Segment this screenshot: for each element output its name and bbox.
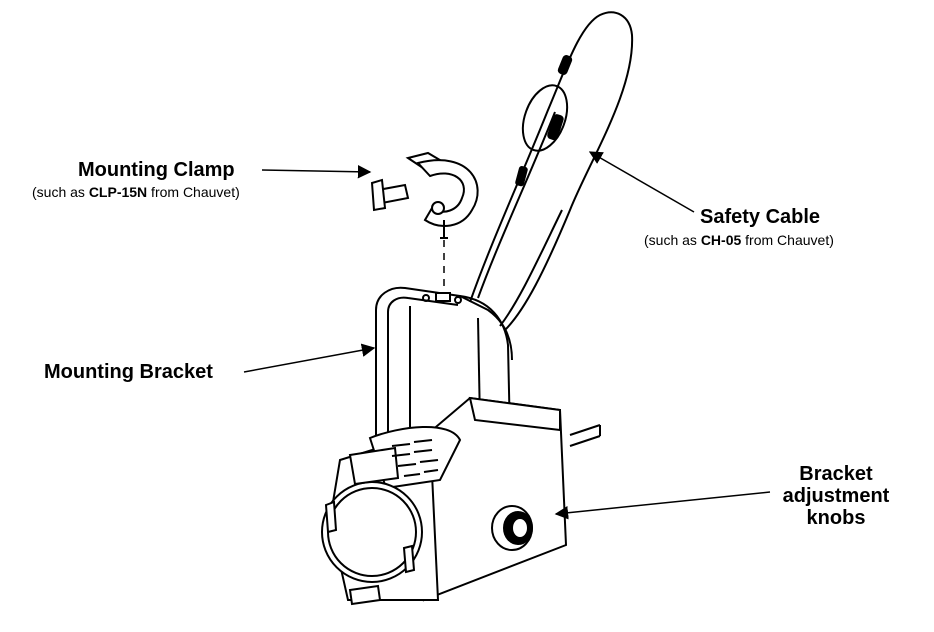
bracket-knobs-line3: knobs	[806, 507, 866, 529]
safety-cable-sub-prefix: (such as	[644, 232, 701, 248]
mounting-clamp-drawing	[370, 151, 479, 239]
mounting-clamp-subtitle: (such as CLP-15N from Chauvet)	[32, 184, 240, 200]
knob-arrow	[554, 491, 771, 520]
safety-cable-title: Safety Cable	[700, 206, 821, 228]
mounting-clamp-sub-prefix: (such as	[32, 184, 89, 200]
mounting-bracket-title: Mounting Bracket	[44, 361, 213, 383]
safety-cable-drawing	[469, 11, 634, 331]
safety-cable-arrow	[588, 151, 695, 213]
adjustment-knob-drawing	[491, 505, 533, 551]
mounting-clamp-title: Mounting Clamp	[78, 159, 235, 181]
fixture-body-drawing	[321, 396, 601, 606]
safety-cable-subtitle: (such as CH-05 from Chauvet)	[644, 232, 834, 248]
safety-cable-model: CH-05	[700, 232, 742, 248]
mounting-clamp-sub-suffix: from Chauvet)	[147, 184, 240, 200]
bracket-arrow	[243, 343, 376, 373]
cable-ferrules	[515, 55, 573, 187]
bracket-knobs-line2: adjustment	[782, 485, 890, 507]
safety-cable-sub-suffix: from Chauvet)	[741, 232, 834, 248]
clamp-arrow	[261, 165, 372, 179]
bracket-knobs-line1: Bracket	[799, 463, 873, 485]
mounting-clamp-model: CLP-15N	[88, 184, 148, 200]
bracket-knobs-label: Bracket adjustment knobs	[772, 463, 900, 529]
leader-arrows	[243, 151, 771, 520]
fixture-vent-slots	[391, 439, 439, 477]
